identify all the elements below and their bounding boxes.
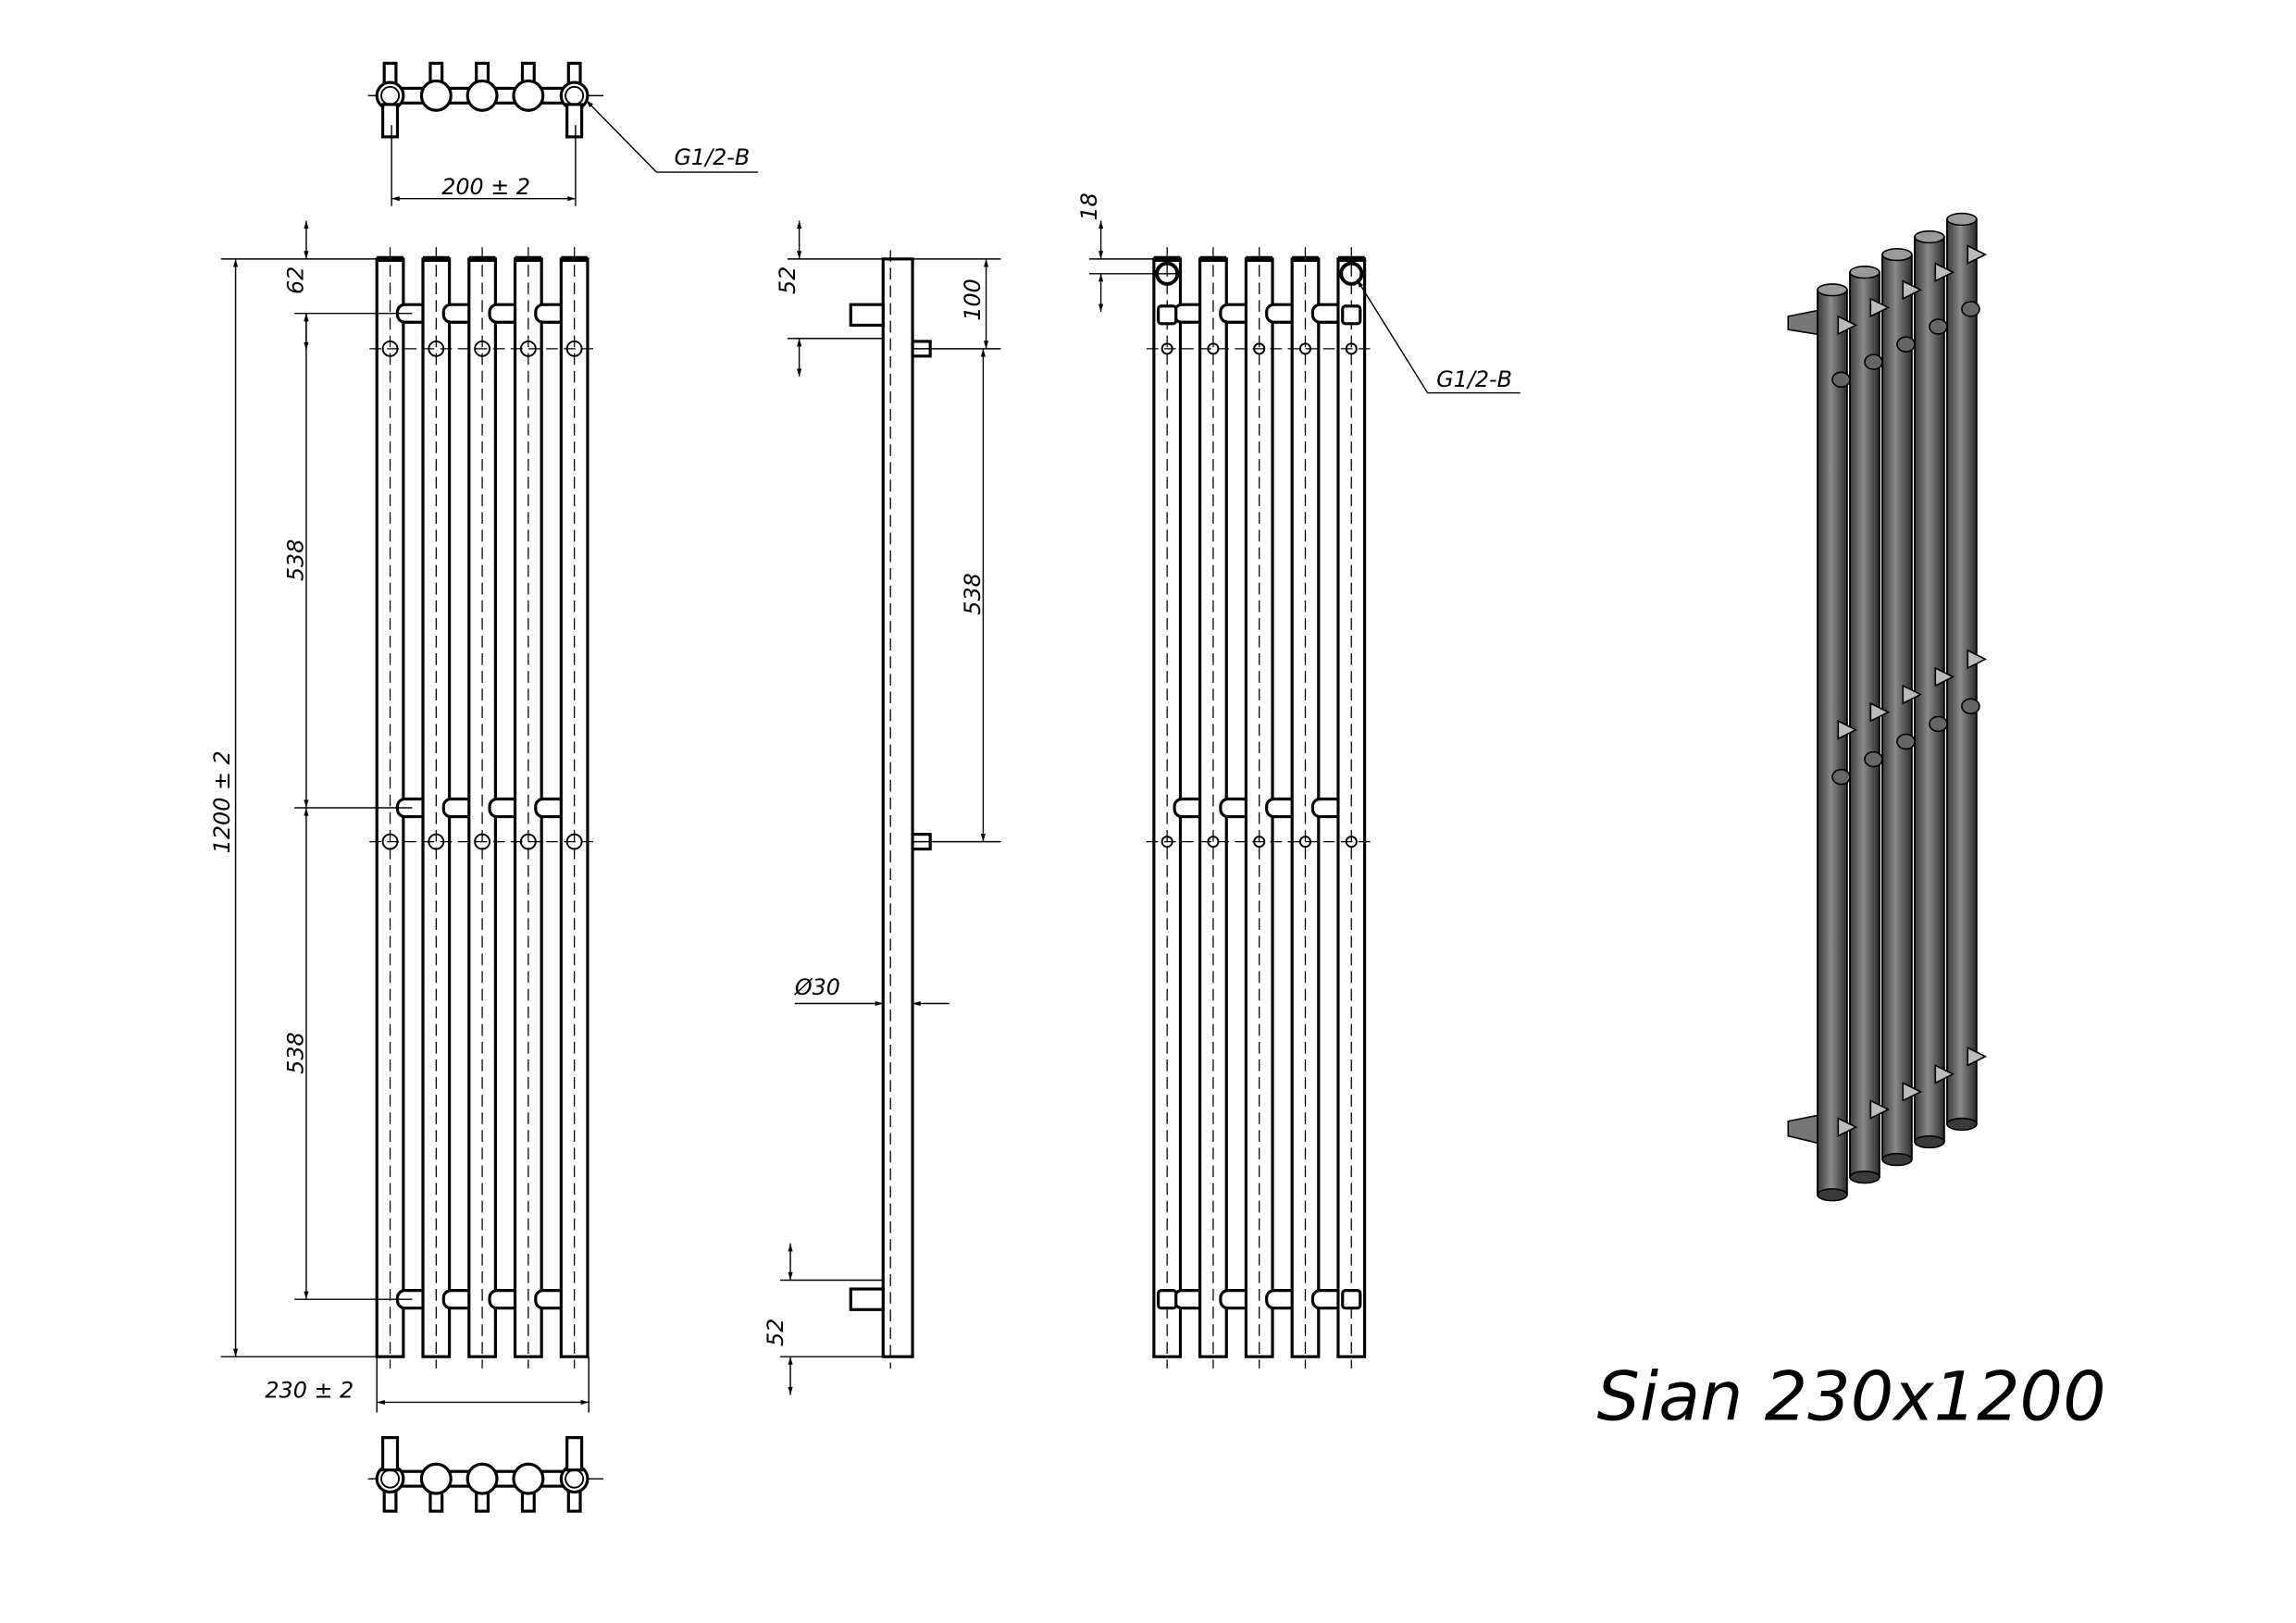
bracket-arm (565, 103, 584, 139)
dim-538-lower: 538 (283, 1032, 309, 1074)
tube-section (512, 79, 545, 112)
tube-bottom-3d (1881, 1152, 1913, 1167)
tube-bottom-3d (1914, 1134, 1945, 1149)
valve-stem (566, 61, 582, 86)
dim-1200: 1200 ± 2 (209, 750, 235, 853)
stud-3d (1831, 768, 1851, 786)
inlet-port-icon (1339, 261, 1364, 286)
stud-3d (1864, 750, 1883, 768)
leader-line (1356, 279, 1520, 394)
connector-3d (1869, 701, 1891, 723)
bracket-arm (381, 103, 400, 139)
connector-3d (1902, 684, 1923, 705)
tube-bottom-3d (1817, 1188, 1848, 1202)
dim-100: 100 (960, 279, 986, 321)
product-title: Sian 230x1200 (1597, 1358, 2106, 1437)
bracket-arm (565, 1436, 584, 1472)
side-tube (881, 257, 914, 1358)
bracket-square (1157, 1289, 1178, 1310)
dim-18: 18 (1076, 192, 1102, 220)
stud-3d (1896, 336, 1916, 353)
bottom-plan-view (367, 1436, 604, 1513)
connector-3d (1934, 1064, 1955, 1084)
connector-3d (1934, 666, 1955, 688)
wall-bracket (849, 303, 885, 328)
tube-top-3d (1881, 247, 1913, 262)
connector-3d (1869, 1099, 1891, 1120)
thread-callout-top: G1/2-B (674, 144, 750, 170)
wall-bracket (849, 1287, 885, 1311)
mounting-hole (474, 340, 490, 357)
connector-3d (1902, 1082, 1923, 1102)
tube-top-3d (1849, 266, 1880, 279)
dim-diameter-30: Ø30 (794, 974, 840, 1000)
thread-callout-rear: G1/2-B (1436, 366, 1512, 392)
bracket-square (1341, 1289, 1362, 1310)
connector-3d (1902, 279, 1923, 301)
tube-3d (1817, 289, 1848, 1196)
connector-3d (1967, 244, 1988, 265)
mounting-hole (474, 833, 490, 850)
tube-top-3d (1914, 229, 1945, 244)
tube-section (465, 1462, 499, 1495)
valve-stem (382, 61, 398, 86)
isometric-render (1787, 212, 1988, 1202)
connector-3d (1869, 297, 1891, 318)
connector-3d (1967, 1046, 1988, 1067)
connector-3d (1967, 649, 1988, 670)
dim-538-upper: 538 (283, 539, 309, 582)
tube-bottom-3d (1946, 1117, 1978, 1132)
dim-200: 200 ± 2 (441, 174, 530, 200)
side-elevation-view (779, 220, 1001, 1395)
dim-52-bottom: 52 (763, 1319, 788, 1346)
tube-3d (1914, 236, 1945, 1143)
tube-bottom-3d (1849, 1171, 1880, 1184)
bracket-arm (381, 1436, 400, 1472)
tube-3d (1946, 217, 1978, 1125)
connector-3d (1837, 719, 1858, 740)
rear-elevation-view (1088, 220, 1520, 1369)
stud-3d (1896, 733, 1916, 750)
tube-3d (1881, 254, 1913, 1161)
dim-230: 230 ± 2 (265, 1378, 354, 1404)
stud-3d (1864, 353, 1883, 370)
tube-top-3d (1946, 212, 1978, 227)
valve-stem (382, 1489, 398, 1513)
top-plan-view (367, 61, 759, 206)
valve-stem (566, 1489, 582, 1513)
bracket-square (1341, 304, 1362, 326)
tube-3d (1849, 271, 1880, 1179)
dim-538-side: 538 (960, 573, 986, 615)
dim-62: 62 (283, 266, 309, 294)
tube-section (512, 1462, 545, 1495)
connector-3d (1837, 1117, 1858, 1137)
connector-3d (1837, 315, 1858, 336)
stud-3d (1929, 715, 1948, 733)
dim-52-top: 52 (775, 266, 800, 294)
stud-3d (1831, 371, 1851, 389)
connector-3d (1934, 262, 1955, 283)
tube-section (419, 1462, 453, 1495)
leader-line (585, 99, 759, 173)
stud-3d (1961, 698, 1980, 715)
tube-section (419, 79, 453, 112)
tube-section (465, 79, 499, 112)
stud-3d (1929, 318, 1948, 335)
tube-top-3d (1817, 283, 1848, 297)
front-elevation-view (220, 220, 595, 1413)
bracket-square (1157, 304, 1178, 326)
stud-3d (1961, 301, 1980, 317)
